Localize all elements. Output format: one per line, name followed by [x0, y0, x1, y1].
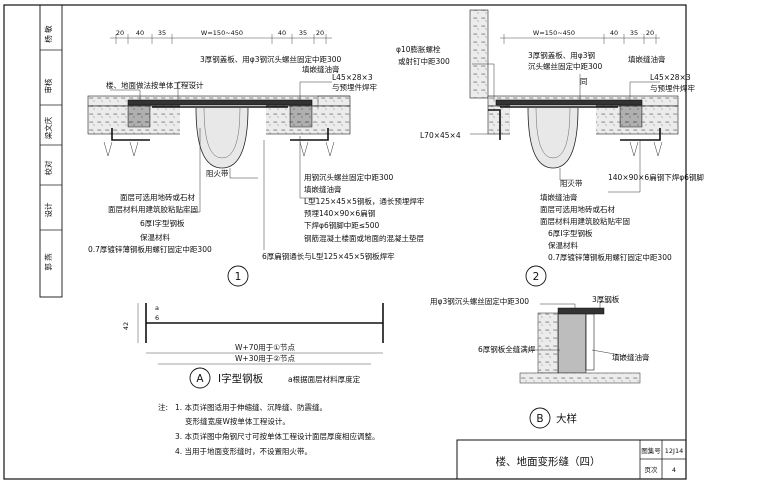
notes: 注: 1. 本页详图适用于伸缩缝、沉降缝、防震缝。 变形缝宽度W按单体工程设计。…: [158, 402, 380, 456]
sheet-frame: [3, 4, 687, 480]
title-block-atlas-value: 12J14: [665, 447, 683, 455]
da-dim-42: 42: [122, 322, 130, 330]
d1-callout-insulation: 保温材料: [140, 232, 170, 242]
da-subtitle: a根据面层材料厚度定: [288, 374, 361, 384]
strip-label-1: 审核: [43, 78, 53, 93]
d1-dim-35a: 35: [158, 29, 166, 37]
da-dim-w30: W+30用于②节点: [235, 354, 295, 363]
d1-number: 1: [235, 271, 242, 283]
d2-callout-flatbar: 140×90×6扁钢下焊φ6钢脚: [608, 172, 704, 182]
strip-label-3: 设计: [43, 202, 53, 217]
d2-callout-nail: 或射钉中距300: [398, 56, 450, 66]
d1-callout-flat6: 6厚扁钢通长与L型125×45×5钢板焊牢: [262, 251, 395, 261]
d1-dim-20a: 20: [116, 29, 124, 37]
d2-callout-sealant: 填嵌缝油膏: [628, 54, 666, 64]
d1-dim-40b: 40: [278, 29, 286, 37]
d2-callout-sealant2: 填嵌缝油膏: [540, 192, 578, 202]
strip-name-3: 郭 燕: [43, 253, 53, 271]
d1-callout-anchor: 下焊φ6钢脚中距≤500: [304, 220, 380, 230]
notes-heading: 注:: [158, 402, 168, 412]
d2-callout-insulation: 保温材料: [548, 240, 578, 250]
d1-callout-lplate: L型125×45×5钢板，通长预埋焊牢: [304, 196, 425, 206]
d2-callout-l70: L70×45×4: [420, 131, 461, 140]
d2-callout-finish: 面层可选用地砖或石材: [540, 204, 615, 214]
da-dim-w70: W+70用于①节点: [235, 343, 295, 352]
strip-label-2: 校对: [43, 160, 53, 175]
detail-a: 42 6 a W+70用于①节点 W+30用于②节点 A I字型钢板 a根据面层…: [122, 303, 384, 389]
d1-callout-flatbar: 预埋140×90×6扁钢: [304, 208, 375, 218]
d1-callout-screw: 用钢沉头螺丝固定中距300: [304, 172, 394, 182]
d1-callout-glue: 面层材料用建筑胶粘贴牢固: [108, 204, 198, 214]
db-callout-sealant: 填嵌缝油膏: [612, 352, 650, 362]
note-4: 4. 当用于地面变形缝时，不设置阻火带。: [175, 446, 312, 456]
note-2: 变形缝宽度W按单体工程设计。: [185, 416, 290, 426]
da-dim-a: a: [155, 304, 159, 312]
d1-callout-floor: 楼、地面做法按单体工程设计: [106, 80, 204, 90]
title-block-page-label: 页次: [645, 465, 659, 474]
d2-dim-35: 35: [630, 29, 638, 37]
detail-2: W=150~450 40 35 20 φ10膨胀螺栓 或射钉中距300 3厚钢盖…: [396, 9, 704, 287]
d2-callout-bolt: φ10膨胀螺栓: [396, 44, 441, 54]
d1-callout-cover: 3厚钢盖板、用φ3钢沉头螺丝固定中距300: [200, 54, 342, 64]
db-callout-plate3: 3厚钢板: [592, 294, 620, 304]
d1-callout-sealant: 填嵌缝油膏: [302, 64, 340, 74]
d1-callout-firebelt: 阻火带: [206, 169, 229, 178]
db-title: 大样: [556, 412, 577, 425]
d2-callout-cover: 3厚钢盖板、用φ3钢: [528, 50, 595, 60]
d1-dim-40a: 40: [136, 29, 144, 37]
db-callout-weld: 6厚钢板全缝满焊: [478, 344, 536, 354]
d1-callout-sealant2: 填嵌缝油膏: [304, 184, 342, 194]
d2-callout-firebelt: 阻火带: [560, 179, 583, 188]
da-title: I字型钢板: [218, 372, 264, 385]
d1-callout-slab: 钢筋混凝土楼面或地面的混凝土垫层: [304, 233, 424, 243]
da-letter: A: [196, 373, 204, 385]
da-dim-6: 6: [155, 314, 159, 322]
d2-callout-same: 同: [580, 77, 588, 86]
d2-dim-40: 40: [610, 29, 618, 37]
d2-callout-screw: 沉头螺丝固定中距300: [528, 61, 603, 71]
title-block-atlas-label: 图集号: [641, 446, 661, 455]
strip-name-1: 杨 敏: [43, 25, 53, 43]
d1-callout-galv: 0.7厚镀锌薄钢板用螺钉固定中距300: [88, 244, 212, 254]
title-block-title: 楼、地面变形缝（四）: [496, 455, 601, 468]
d2-callout-galv: 0.7厚镀锌薄钢板用螺钉固定中距300: [548, 252, 672, 262]
signature-strip: 杨 敏 审核 梁文庆 校对 设计 郭 燕: [39, 4, 63, 298]
d1-callout-iplate: 6厚I字型钢板: [140, 218, 185, 228]
d1-dim-20b: 20: [316, 29, 324, 37]
title-block: 楼、地面变形缝（四） 图集号 12J14 页次 4: [456, 439, 687, 480]
d1-dim-35b: 35: [299, 29, 307, 37]
db-letter: B: [536, 413, 543, 425]
d2-dim-20: 20: [646, 29, 654, 37]
d2-callout-glue: 面层材料用建筑胶粘贴牢固: [540, 216, 630, 226]
d1-callout-angle: L45×28×3: [332, 73, 373, 82]
note-1: 1. 本页详图适用于伸缩缝、沉降缝、防震缝。: [175, 402, 327, 412]
detail-1: 20 40 35 W=150~450 40 35 20: [87, 29, 425, 287]
d1-callout-weld: 与预埋件焊牢: [332, 82, 377, 92]
d1-callout-finish: 面层可选用地砖或石材: [120, 192, 195, 202]
d2-number: 2: [533, 271, 540, 283]
d2-callout-angle: L45×28×3: [650, 73, 691, 82]
d2-dim-w: W=150~450: [533, 29, 575, 37]
d2-callout-weld: 与预埋件焊牢: [650, 83, 695, 93]
d2-callout-iplate: 6厚I字型钢板: [548, 228, 593, 238]
strip-name-2: 梁文庆: [43, 116, 53, 139]
detail-b: 用φ3钢沉头螺丝固定中距300 3厚钢板 6厚钢板全缝满焊 填嵌缝油膏 B 大样: [430, 294, 650, 429]
title-block-page-value: 4: [672, 466, 676, 474]
d1-dim-w: W=150~450: [201, 29, 243, 37]
note-3: 3. 本页详图中角钢尺寸可按单体工程设计面层厚度相应调整。: [175, 431, 380, 441]
db-callout-screw: 用φ3钢沉头螺丝固定中距300: [430, 296, 529, 306]
